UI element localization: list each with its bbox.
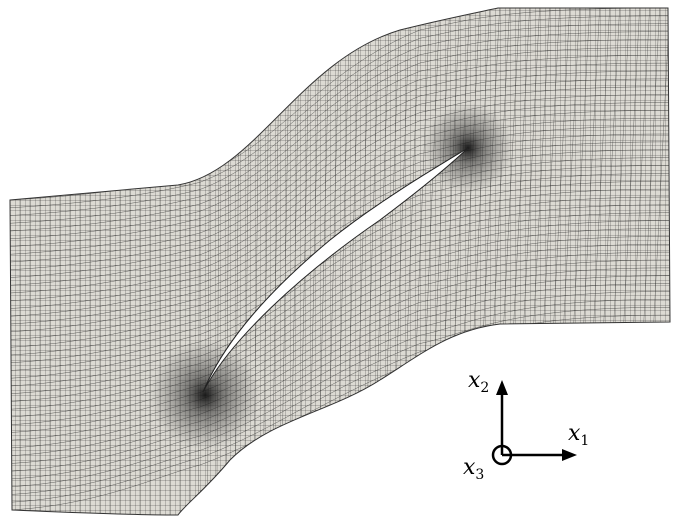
mesh-line: [10, 204, 670, 394]
mesh-line: [10, 15, 670, 208]
leading-edge-refinement: [150, 340, 260, 450]
mesh-line: [10, 220, 670, 410]
mesh-line: [10, 39, 670, 232]
mesh-line: [10, 31, 670, 224]
mesh-line: [10, 62, 670, 255]
mesh-line: [10, 47, 670, 239]
mesh-line: [10, 23, 670, 216]
coordinate-axes: x2 x1 x3: [463, 368, 589, 483]
mesh-line: [10, 78, 670, 270]
mesh-line: [10, 188, 670, 379]
mesh-line: [10, 94, 670, 286]
x3-label: x3: [463, 455, 484, 483]
blade-airfoil: [202, 147, 469, 393]
x1-arrowhead: [562, 449, 577, 461]
x1-label: x1: [568, 421, 589, 449]
mesh-line: [10, 196, 670, 387]
mesh-line: [10, 70, 670, 263]
x3-out-of-plane-symbol: [491, 444, 513, 466]
mesh-line: [10, 228, 670, 418]
mesh-line: [10, 212, 670, 402]
mesh-line: [10, 55, 670, 247]
x2-label: x2: [468, 368, 489, 396]
domain-outline: [9, 7, 671, 516]
mesh-line: [10, 102, 670, 294]
mesh-line: [10, 86, 670, 278]
x2-arrowhead: [496, 380, 508, 395]
